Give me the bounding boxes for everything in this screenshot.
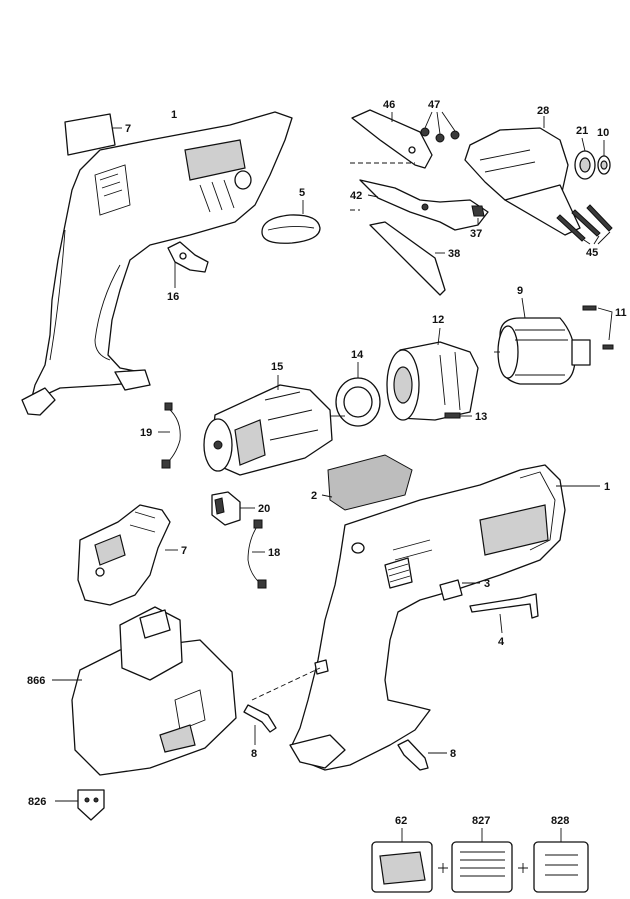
callout-charger: 62 <box>395 815 407 827</box>
callout-screw-right: 8 <box>450 748 456 760</box>
callout-shear-head: 28 <box>537 105 549 117</box>
callout-manual: 827 <box>472 815 490 827</box>
screws-gear <box>582 305 614 350</box>
screw-right <box>397 739 447 771</box>
blade-upper <box>351 109 433 169</box>
sleeve-part <box>261 200 321 244</box>
callout-switch-assembly: 7 <box>181 545 187 557</box>
callout-lock-button: 3 <box>484 578 490 590</box>
callout-hex-key: 4 <box>498 636 505 648</box>
callout-tag: 826 <box>28 796 46 808</box>
callout-screw-left: 8 <box>251 748 257 760</box>
callout-pad: 2 <box>311 490 317 502</box>
plus-sign-1 <box>438 863 448 873</box>
housing-half-right <box>289 464 600 771</box>
callout-screws-gear: 11 <box>615 307 627 319</box>
screw-motor <box>444 412 472 419</box>
housing-half-left <box>21 111 293 416</box>
battery-pack <box>52 606 237 776</box>
callout-switch-trigger: 20 <box>258 503 270 515</box>
screws-top <box>420 111 460 143</box>
label-plate <box>64 113 122 156</box>
blade-spare <box>369 221 446 296</box>
blade-lower <box>350 162 489 231</box>
callout-collar: 21 <box>576 125 588 137</box>
screws-side <box>556 204 613 245</box>
callout-screw-motor: 13 <box>475 411 487 423</box>
callout-blade-upper: 46 <box>383 99 395 111</box>
callout-label-plate: 7 <box>125 123 131 135</box>
screw-left <box>243 667 321 745</box>
callout-screws-top: 47 <box>428 99 440 111</box>
washer-part <box>597 140 611 175</box>
manual-827 <box>451 828 513 893</box>
switch-assembly <box>77 504 178 606</box>
lock-button <box>439 579 480 601</box>
motor <box>203 375 345 476</box>
spacer-ring <box>335 362 381 427</box>
card-828 <box>533 828 589 893</box>
callout-battery: 866 <box>27 675 45 687</box>
callout-spacer-ring: 14 <box>351 349 364 361</box>
callout-blade-spare: 38 <box>448 248 460 260</box>
callout-wire-19: 19 <box>140 427 152 439</box>
pin-part <box>471 205 485 225</box>
hex-key <box>469 593 539 634</box>
callout-clip: 16 <box>167 291 179 303</box>
switch-trigger <box>211 491 255 526</box>
clip-part <box>167 241 209 288</box>
callout-pin: 37 <box>470 228 482 240</box>
callout-wire-18: 18 <box>268 547 280 559</box>
callout-motor: 15 <box>271 361 283 373</box>
callout-housing-left: 1 <box>171 109 177 121</box>
tag-826 <box>55 789 105 821</box>
callout-housing-right: 1 <box>604 481 610 493</box>
motor-end-cap <box>386 327 479 421</box>
callout-screws-side: 45 <box>586 247 598 259</box>
callout-blade-lower: 42 <box>350 190 362 202</box>
callout-sleeve: 5 <box>299 187 305 199</box>
pad <box>321 454 413 511</box>
callout-card: 828 <box>551 815 569 827</box>
charger-62 <box>371 828 433 893</box>
wire-19 <box>158 402 181 469</box>
callout-motor-end: 12 <box>432 314 444 326</box>
collar-part <box>574 137 596 180</box>
callout-gear-case: 9 <box>517 285 523 297</box>
plus-sign-2 <box>518 863 528 873</box>
gear-case <box>494 297 591 385</box>
callout-washer: 10 <box>597 127 609 139</box>
wire-18 <box>247 519 267 589</box>
